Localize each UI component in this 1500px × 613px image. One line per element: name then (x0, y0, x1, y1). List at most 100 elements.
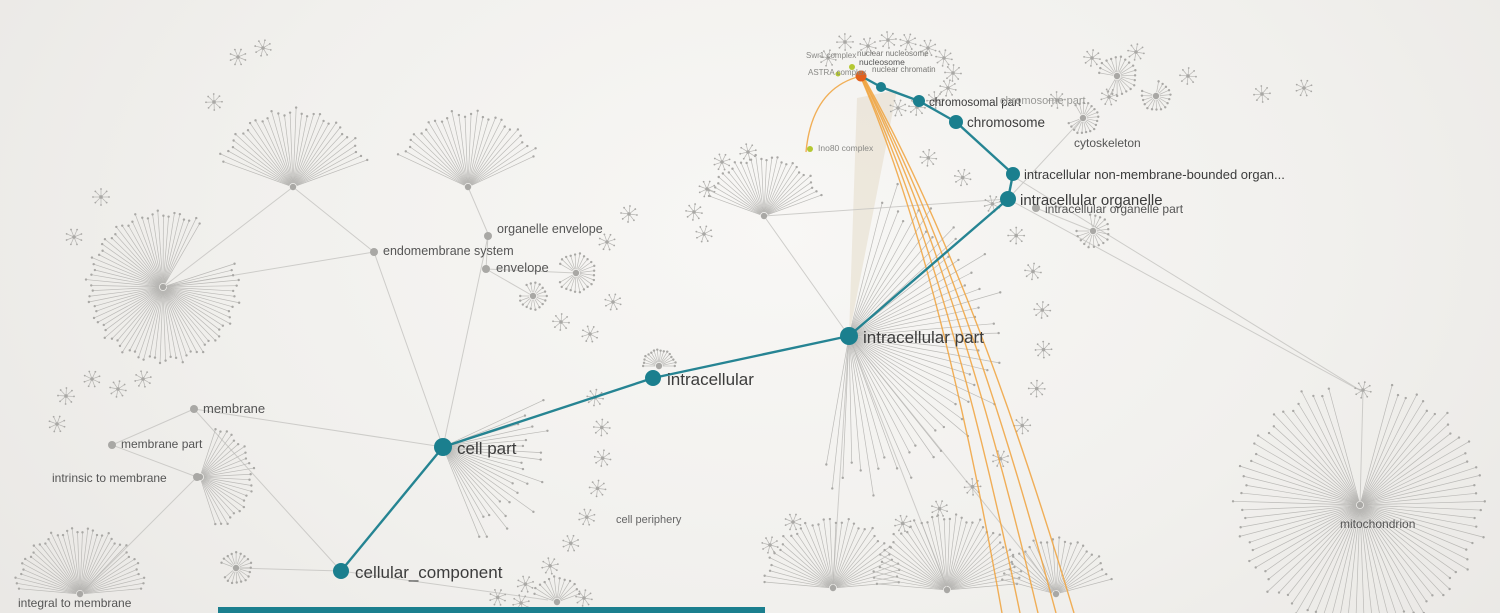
node-cluster-star[interactable] (1034, 340, 1053, 359)
node-cluster-star[interactable] (899, 33, 917, 51)
term-label-chromosome-part[interactable]: chromosome part (1000, 95, 1086, 107)
node-cluster-star[interactable] (205, 93, 223, 111)
graph-node-highlighted[interactable] (807, 146, 813, 152)
node-cluster-star[interactable] (983, 195, 1001, 213)
term-label-intracellular-non-membrane-bounded-organ[interactable]: intracellular non-membrane-bounded organ… (1024, 167, 1285, 182)
node-cluster-star[interactable] (57, 387, 75, 405)
node-cluster-star[interactable] (65, 228, 83, 246)
node-cluster-star[interactable] (739, 143, 757, 161)
term-label-cell-periphery[interactable]: cell periphery (616, 514, 682, 526)
term-label-mitochondrion[interactable]: mitochondrion (1340, 517, 1415, 531)
bottom-panel-edge[interactable] (218, 607, 765, 613)
node-cluster-star[interactable] (254, 39, 272, 57)
node-cluster-star[interactable] (819, 49, 837, 67)
node-cluster-star[interactable] (992, 450, 1009, 468)
node-cluster-star[interactable] (516, 575, 534, 593)
graph-node-highlighted[interactable] (849, 64, 855, 70)
node-cluster-star[interactable] (1007, 226, 1026, 245)
node-cluster-fan[interactable] (1140, 80, 1172, 111)
node-cluster-fan[interactable] (196, 428, 256, 526)
node-cluster-star[interactable] (836, 33, 854, 51)
node-cluster-fan[interactable] (533, 575, 581, 606)
graph-node-intracellular-part[interactable] (840, 327, 858, 345)
graph-node-membrane-part[interactable] (108, 441, 116, 449)
node-cluster-star[interactable] (935, 49, 953, 67)
node-cluster-star[interactable] (919, 149, 938, 167)
graph-node-intrinsic-to-membrane[interactable] (193, 473, 201, 481)
node-cluster-star[interactable] (919, 39, 937, 57)
graph-node-intracellular-organelle[interactable] (1000, 191, 1016, 207)
node-cluster-star[interactable] (575, 589, 593, 607)
graph-node-intracellular-non-membrane-bounded-organelle[interactable] (1006, 167, 1020, 181)
term-label-astra-complex[interactable]: ASTRA complex (808, 68, 866, 77)
node-cluster-star[interactable] (83, 370, 101, 388)
node-cluster-fan[interactable] (1231, 383, 1486, 613)
graph-node-selected[interactable] (855, 70, 867, 82)
node-cluster-star[interactable] (963, 477, 982, 496)
node-cluster-fan[interactable] (1075, 213, 1110, 249)
node-cluster-star[interactable] (620, 205, 638, 223)
term-label-membrane-part[interactable]: membrane part (121, 437, 203, 451)
node-cluster-star[interactable] (695, 225, 713, 243)
node-cluster-star[interactable] (1083, 49, 1101, 67)
node-cluster-star[interactable] (1253, 85, 1271, 103)
node-cluster-star[interactable] (604, 293, 622, 311)
graph-node-membrane[interactable] (190, 405, 198, 413)
node-cluster-star[interactable] (761, 536, 779, 554)
node-cluster-star[interactable] (1033, 301, 1052, 319)
node-cluster-star[interactable] (926, 91, 944, 109)
node-cluster-star[interactable] (1024, 262, 1042, 281)
node-cluster-fan[interactable] (763, 517, 901, 592)
node-cluster-fan[interactable] (825, 182, 1002, 497)
graph-node-chromosome[interactable] (949, 115, 963, 129)
node-cluster-star[interactable] (1027, 379, 1046, 398)
term-label-cellular-component[interactable]: cellular_component (355, 563, 503, 582)
node-cluster-star[interactable] (859, 37, 877, 55)
graph-node-endomembrane-system[interactable] (370, 248, 378, 256)
node-cluster-fan[interactable] (84, 209, 241, 365)
node-cluster-fan[interactable] (558, 252, 596, 294)
node-cluster-fan[interactable] (1098, 55, 1137, 98)
node-cluster-star[interactable] (879, 31, 897, 49)
node-cluster-star[interactable] (1179, 67, 1197, 85)
node-cluster-fan[interactable] (519, 281, 548, 311)
node-cluster-star[interactable] (92, 188, 110, 206)
term-label-endomembrane-system[interactable]: endomembrane system (383, 244, 514, 258)
node-cluster-star[interactable] (134, 370, 152, 388)
term-label-cytoskeleton[interactable]: cytoskeleton (1074, 136, 1141, 150)
graph-node-cell-part[interactable] (434, 438, 452, 456)
graph-node-organelle-envelope[interactable] (484, 232, 492, 240)
node-cluster-star[interactable] (592, 418, 611, 437)
term-label-swr1-complex[interactable]: Swr1 complex (806, 51, 856, 60)
node-cluster-star[interactable] (1100, 88, 1118, 106)
graph-node-nucleosome[interactable] (876, 82, 886, 92)
term-label-ino80-complex[interactable]: Ino80 complex (818, 143, 874, 153)
node-cluster-star[interactable] (1127, 43, 1145, 61)
graph-node-cellular-component[interactable] (333, 563, 349, 579)
node-cluster-star[interactable] (593, 449, 612, 467)
node-cluster-fan[interactable] (641, 348, 677, 370)
node-cluster-star[interactable] (713, 153, 731, 171)
graph-node-chromosomal-part[interactable] (913, 95, 925, 107)
node-cluster-star[interactable] (562, 534, 580, 552)
term-label-nucleosome[interactable]: nucleosome (859, 57, 905, 67)
node-cluster-fan[interactable] (220, 551, 253, 585)
node-cluster-star[interactable] (944, 64, 962, 82)
node-cluster-star[interactable] (894, 514, 912, 533)
node-cluster-star[interactable] (48, 415, 66, 433)
term-label-intracellular-part[interactable]: intracellular part (863, 328, 984, 347)
node-cluster-star[interactable] (229, 48, 247, 66)
node-cluster-star[interactable] (931, 500, 949, 518)
node-cluster-star[interactable] (889, 99, 907, 117)
graph-node-envelope[interactable] (482, 265, 490, 273)
term-label-intracellular-organelle-part[interactable]: intracellular organelle part (1045, 202, 1184, 216)
node-cluster-star[interactable] (578, 508, 596, 526)
term-label-envelope[interactable]: envelope (496, 260, 549, 275)
node-cluster-star[interactable] (109, 380, 127, 398)
term-label-chromosome[interactable]: chromosome (967, 115, 1045, 130)
term-label-cell-part[interactable]: cell part (457, 439, 517, 458)
node-cluster-fan[interactable] (439, 398, 549, 538)
graph-node-intracellular-organelle-part[interactable] (1032, 204, 1040, 212)
node-cluster-star[interactable] (784, 513, 802, 531)
